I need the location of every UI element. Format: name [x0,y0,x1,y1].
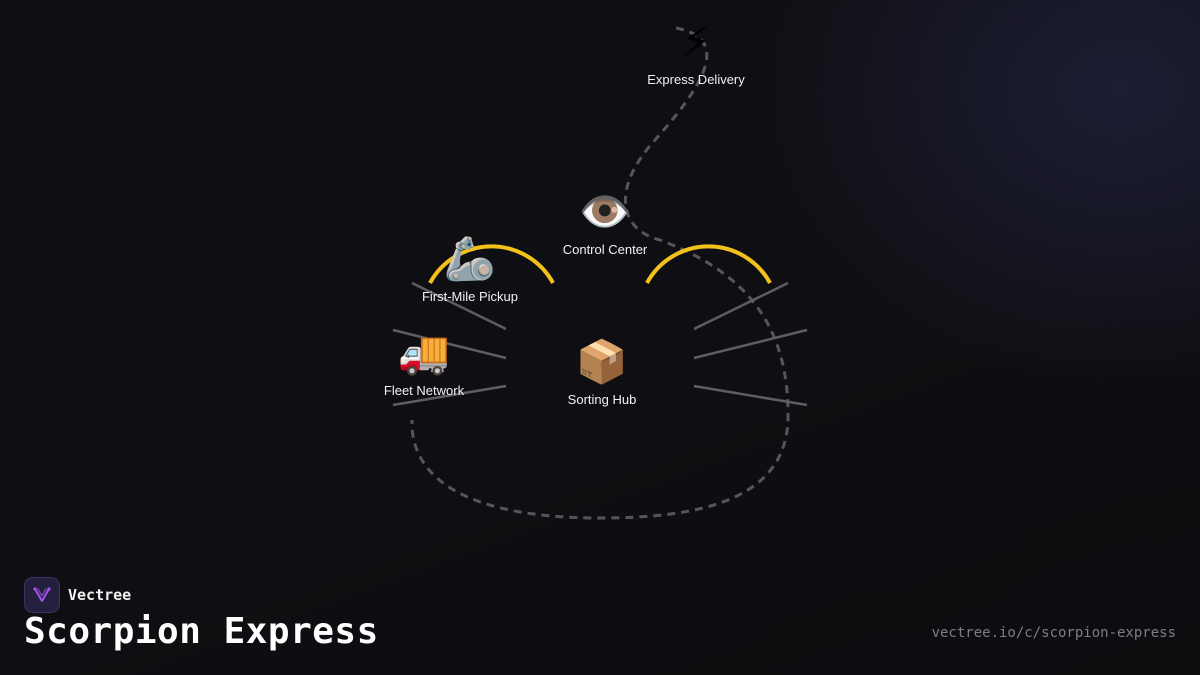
robotic-arm-icon: 🦾 [443,234,497,283]
node-control-center: 👁️ Control Center [545,187,665,258]
left-claw-arc [428,244,555,284]
delivery-truck-icon: 🚚 [397,328,451,377]
brand-name: Vectree [68,586,132,604]
source-url: vectree.io/c/scorpion-express [931,625,1176,641]
eye-icon: 👁️ [578,187,632,236]
node-label-first-mile-pickup: First-Mile Pickup [421,289,519,304]
right-leg-3 [693,384,808,407]
node-label-sorting-hub: Sorting Hub [567,392,637,407]
right-leg-2 [693,328,808,360]
lightning-icon: ⚡ [681,17,711,66]
brand: Vectree [24,577,131,613]
left-leg-1 [411,281,507,331]
node-express-delivery: ⚡ Express Delivery [632,17,760,88]
page-title: Scorpion Express [24,611,379,652]
vectree-logo-icon [24,577,60,613]
node-sorting-hub: 📦 Sorting Hub [542,337,662,408]
package-icon: 📦 [575,337,629,386]
node-fleet-network: 🚚 Fleet Network [364,328,484,399]
node-first-mile-pickup: 🦾 First-Mile Pickup [410,234,530,305]
left-leg-3 [392,384,507,407]
right-leg-1 [693,281,789,331]
node-label-express-delivery: Express Delivery [647,72,745,87]
node-label-control-center: Control Center [562,242,648,257]
right-claw-arc [645,244,772,284]
node-label-fleet-network: Fleet Network [383,383,465,398]
left-leg-2 [392,328,507,360]
